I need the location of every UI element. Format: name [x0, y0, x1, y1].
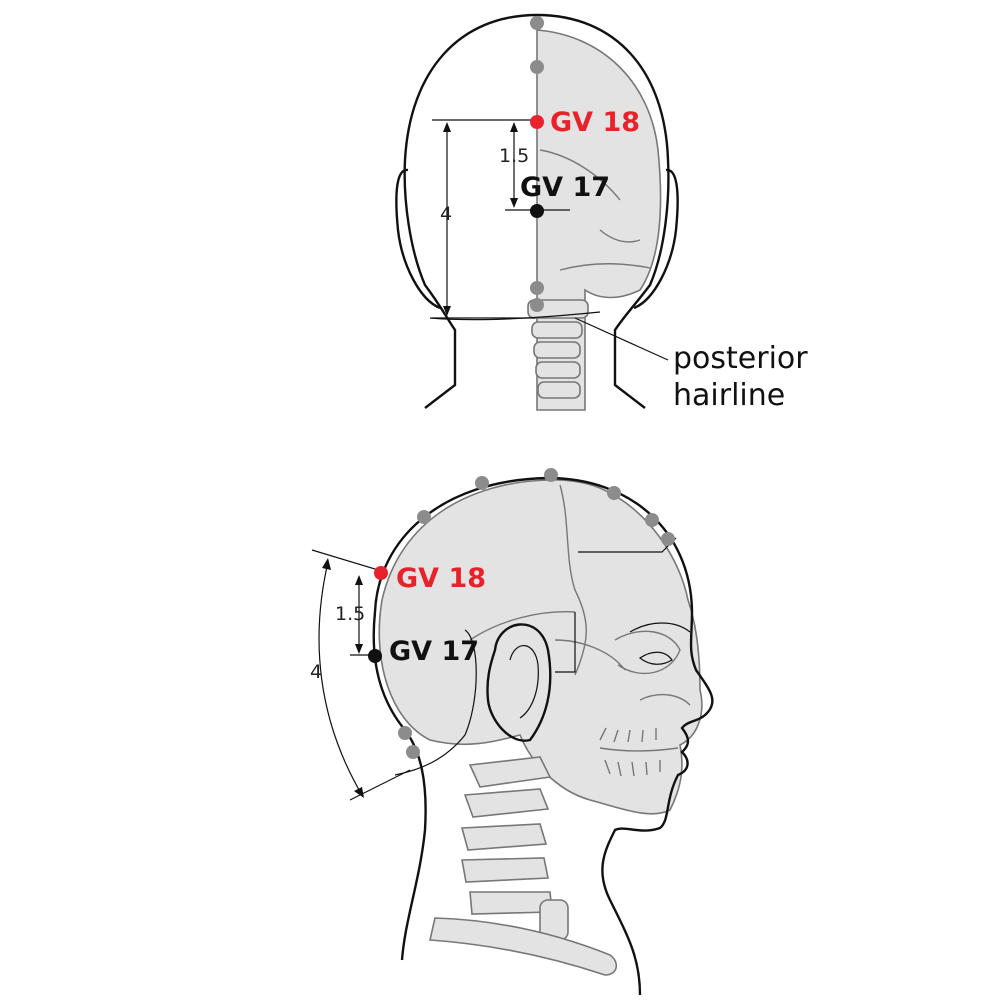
- posterior-gv18-point: [530, 115, 544, 129]
- lateral-hairline: [394, 629, 477, 776]
- posterior-cervical-spine: [527, 299, 589, 399]
- lateral-cervical-spine: [460, 756, 569, 941]
- lateral-skull-suture: [469, 484, 691, 706]
- lateral-head-outline: [373, 476, 714, 996]
- posterior-landmark-dot: [530, 281, 544, 295]
- posterior-dim-small-label: 1.5: [499, 145, 529, 167]
- lateral-ear: [486, 623, 552, 742]
- lateral-brow: [629, 622, 691, 633]
- lateral-landmark-dot: [607, 486, 621, 500]
- lateral-eye: [638, 651, 673, 665]
- lateral-landmark-dot: [417, 510, 431, 524]
- posterior-gv17-label: GV 17: [520, 172, 610, 203]
- posterior-view: 4 1.5 GV 18 GV 17 posterior hairline: [395, 13, 808, 413]
- lateral-gv17-label: GV 17: [389, 636, 479, 667]
- posterior-callout-leader: [574, 317, 669, 361]
- lateral-orbit: [614, 630, 681, 675]
- lateral-neck-back: [372, 611, 427, 961]
- lateral-clavicle: [429, 917, 618, 976]
- posterior-gv18-label: GV 18: [550, 107, 640, 138]
- posterior-right-ear: [633, 168, 679, 310]
- posterior-gv17-point: [530, 204, 544, 218]
- lateral-dim-large-label: 4: [310, 661, 322, 683]
- lateral-landmark-dot: [544, 468, 558, 482]
- posterior-landmark-dot: [530, 16, 544, 30]
- posterior-dim-large-label: 4: [440, 203, 452, 225]
- posterior-landmark-dot: [530, 60, 544, 74]
- lateral-teeth: [599, 727, 679, 777]
- lateral-landmark-dot: [398, 726, 412, 740]
- lateral-gv18-point: [374, 566, 388, 580]
- lateral-gv17-point: [368, 649, 382, 663]
- lateral-view: 4 1.5 GV 18 GV 17: [310, 468, 714, 996]
- lateral-dimension-large: [311, 549, 411, 801]
- lateral-gv18-label: GV 18: [396, 563, 486, 594]
- posterior-callout-line2: hairline: [673, 378, 785, 413]
- lateral-landmark-dot: [475, 476, 489, 490]
- posterior-left-ear: [395, 168, 441, 310]
- lateral-landmark-dot: [661, 532, 675, 546]
- posterior-landmark-dot: [530, 298, 544, 312]
- posterior-head-outline: [403, 13, 670, 409]
- posterior-callout-line1: posterior: [673, 341, 808, 376]
- lateral-landmark-dot: [406, 745, 420, 759]
- posterior-suture: [539, 149, 651, 271]
- posterior-dimension-large: [432, 119, 535, 319]
- lateral-skull: [378, 479, 703, 815]
- lateral-ear-inner: [509, 645, 539, 719]
- lateral-dim-small-label: 1.5: [335, 603, 365, 625]
- lateral-landmark-dot: [645, 513, 659, 527]
- lateral-jaw-line: [555, 612, 576, 673]
- posterior-hairline: [429, 311, 601, 321]
